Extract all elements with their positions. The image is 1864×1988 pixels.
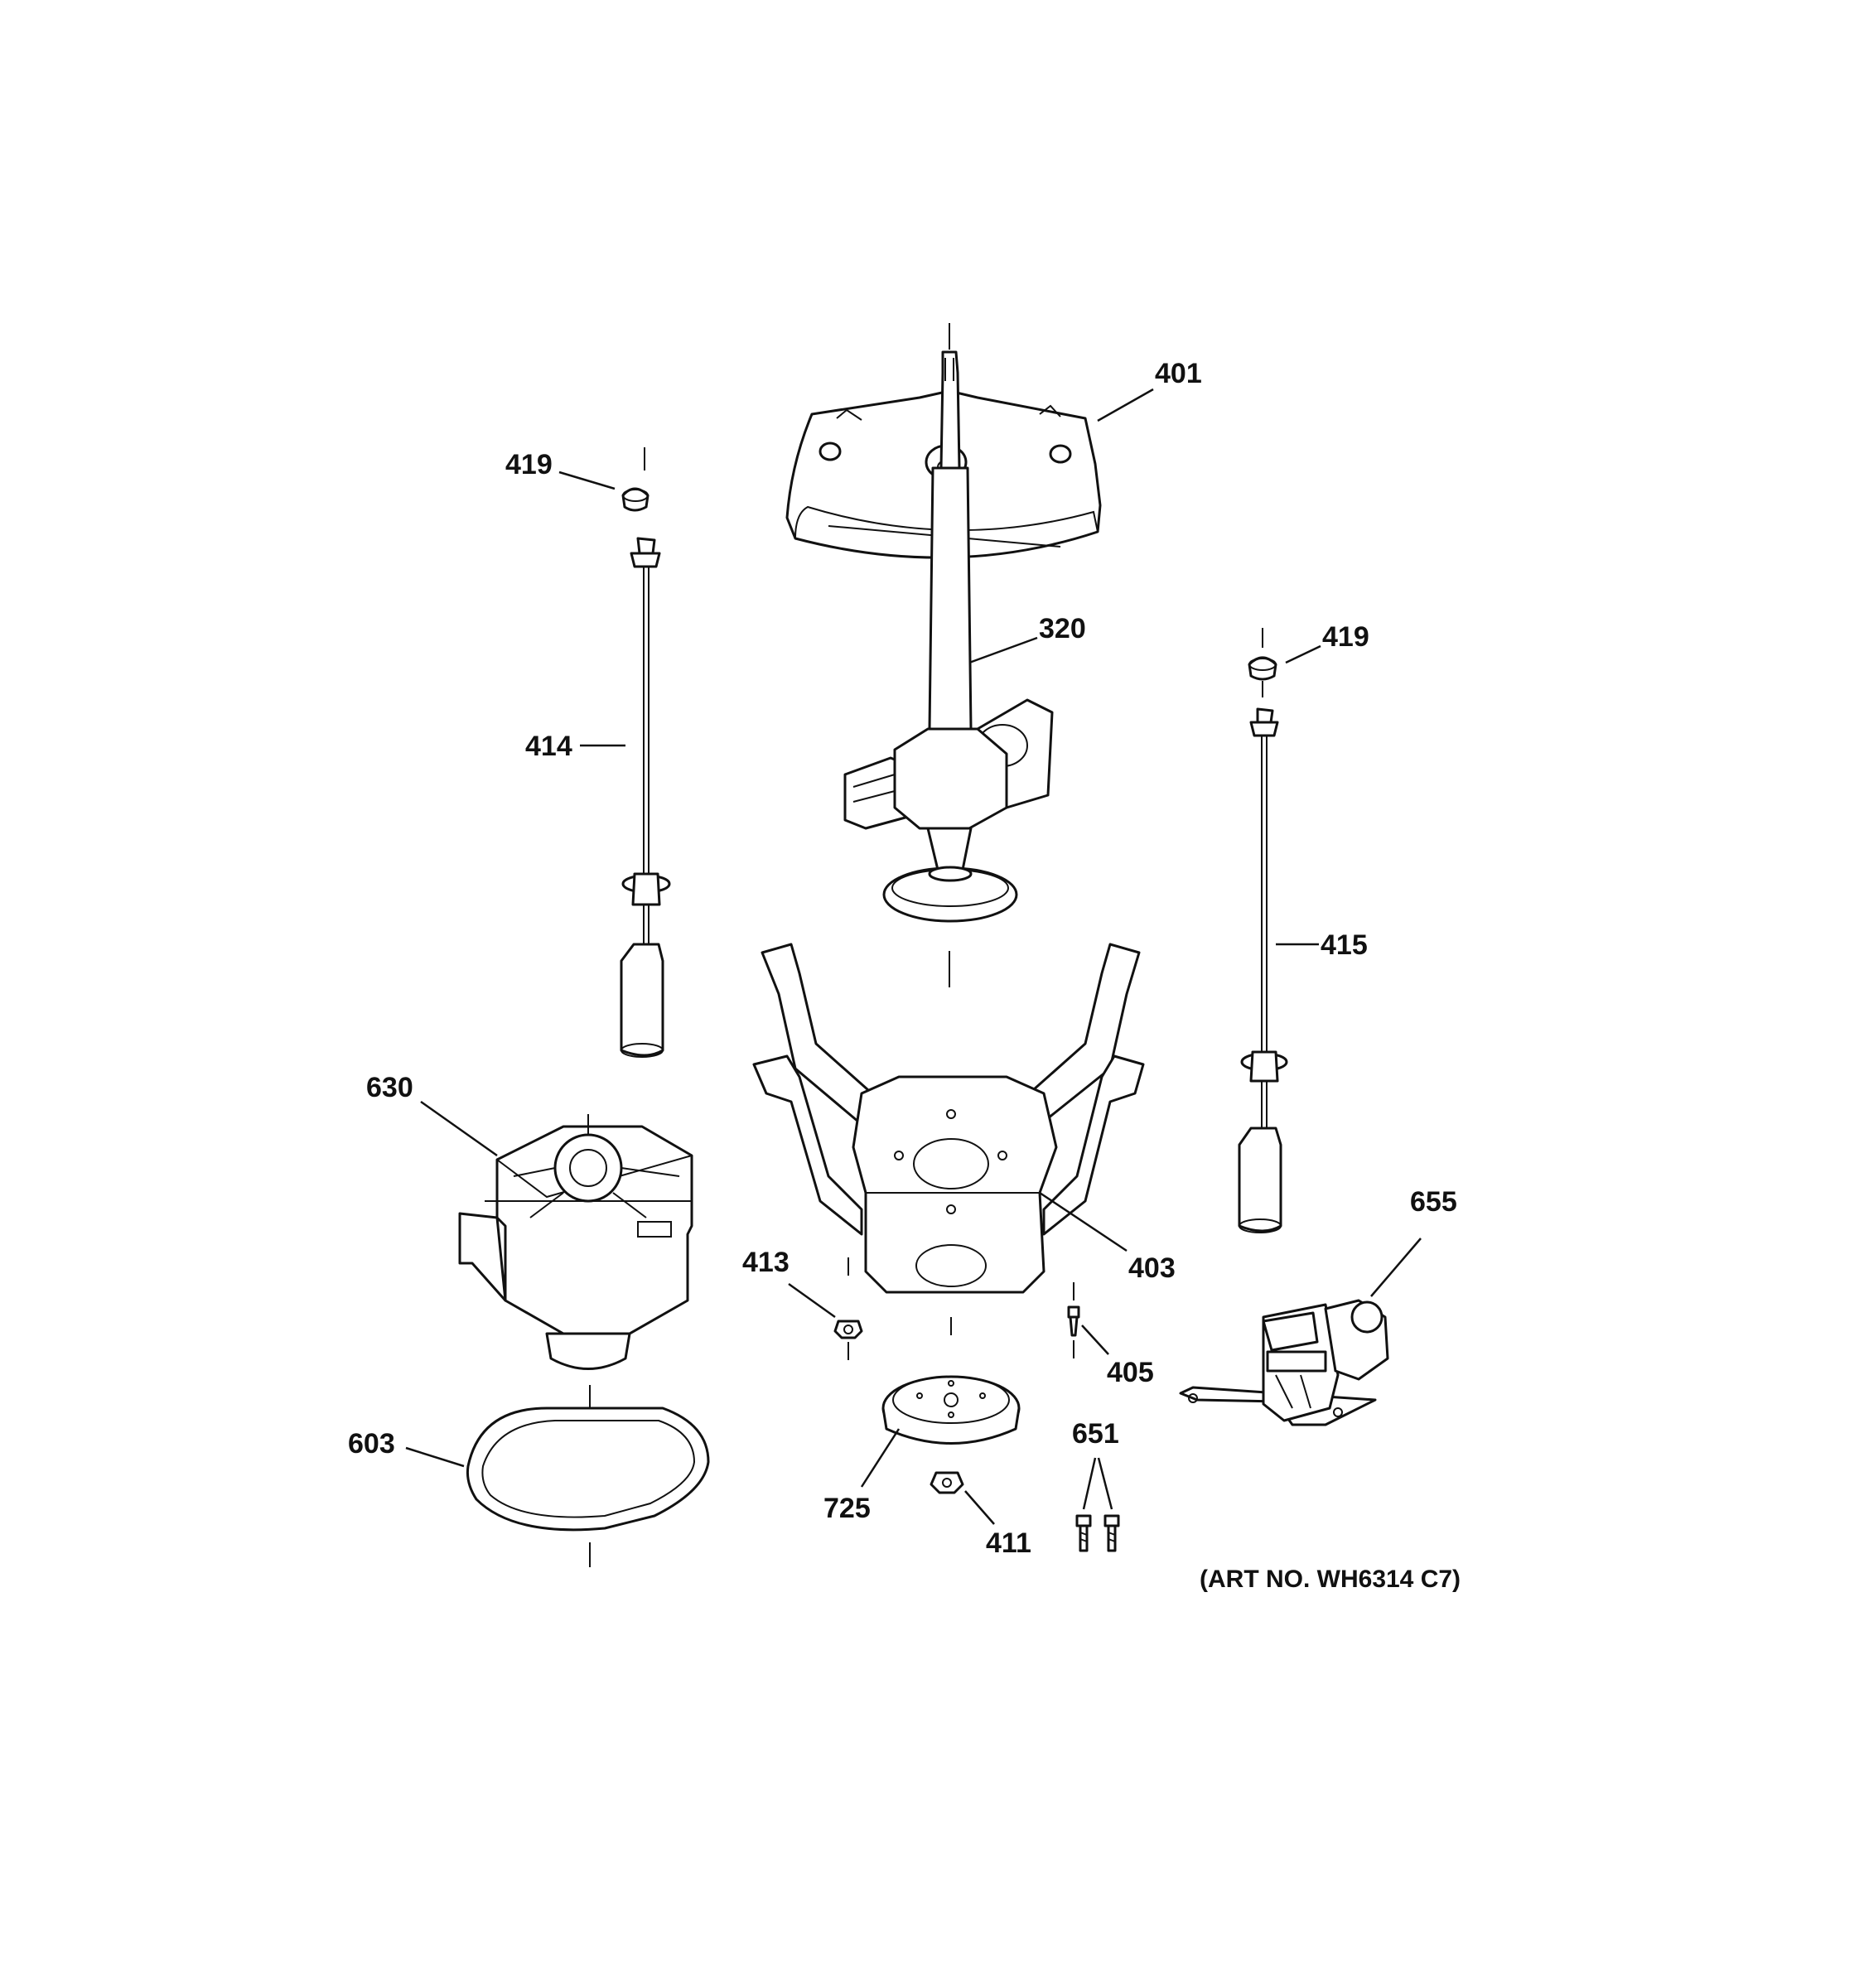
- part-725-pulley: [881, 1375, 1021, 1445]
- label-655: 655: [1410, 1186, 1457, 1218]
- part-419-right-cap: [1248, 656, 1277, 681]
- part-603-belt: [466, 1407, 710, 1532]
- leader-630: [420, 1100, 498, 1157]
- leader-651-a: [1082, 1457, 1097, 1510]
- label-411: 411: [986, 1527, 1031, 1559]
- label-725: 725: [823, 1493, 871, 1524]
- label-603: 603: [348, 1428, 395, 1460]
- part-419-left-cap: [621, 487, 650, 512]
- label-419-left: 419: [505, 449, 553, 480]
- part-320-transmission: [843, 350, 1054, 923]
- part-415-suspension-rod: [1238, 707, 1288, 1233]
- part-630-motor: [458, 1114, 693, 1370]
- leader-411: [964, 1490, 995, 1525]
- label-403: 403: [1128, 1252, 1176, 1284]
- part-414-suspension-rod: [620, 537, 671, 1058]
- part-651-screws: [1075, 1514, 1120, 1552]
- leader-651-b: [1097, 1457, 1113, 1510]
- part-655-pump: [1179, 1299, 1389, 1426]
- leader-320: [968, 636, 1038, 664]
- leader-401: [1097, 388, 1154, 422]
- leader-655: [1370, 1238, 1422, 1297]
- label-651: 651: [1072, 1418, 1119, 1450]
- label-413: 413: [742, 1247, 790, 1278]
- label-415: 415: [1321, 929, 1368, 961]
- leader-413: [788, 1282, 836, 1319]
- leader-603: [405, 1446, 465, 1468]
- part-413-nut: [833, 1320, 863, 1339]
- label-414: 414: [525, 731, 572, 762]
- leader-403: [1039, 1191, 1128, 1252]
- part-411-nut: [930, 1471, 964, 1494]
- art-number: (ART NO. WH6314 C7): [1200, 1566, 1461, 1593]
- leader-419-left: [558, 470, 616, 490]
- label-405: 405: [1107, 1357, 1154, 1388]
- leader-405: [1081, 1325, 1109, 1355]
- label-419-right: 419: [1322, 621, 1369, 653]
- label-320: 320: [1039, 613, 1086, 644]
- label-630: 630: [366, 1072, 413, 1103]
- leader-725: [860, 1428, 901, 1488]
- part-405-screw: [1067, 1305, 1080, 1337]
- part-403-bracket: [752, 943, 1145, 1294]
- label-401: 401: [1155, 358, 1202, 389]
- leader-419-right: [1285, 644, 1321, 664]
